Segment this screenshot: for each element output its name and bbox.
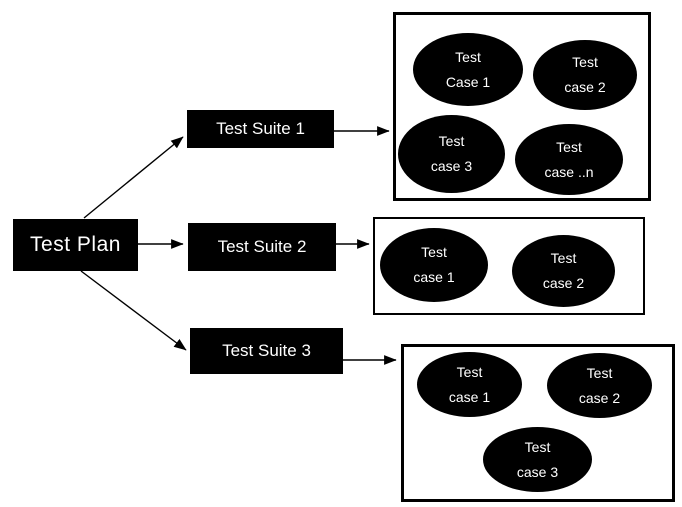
case-ellipse-2-2: Test case 2 (512, 235, 615, 307)
case-ellipse-1-3: Test case 3 (398, 115, 505, 193)
case-label-line: Test (456, 363, 483, 380)
case-label-line: Case 1 (445, 73, 491, 90)
arrow-plan-to-suite1 (83, 136, 184, 219)
case-label-line: case 2 (578, 389, 621, 406)
case-ellipse-3-3: Test case 3 (483, 427, 592, 492)
case-label-line: case 3 (430, 158, 473, 174)
suite-1-label: Test Suite 1 (216, 119, 305, 138)
case-label-line: case 1 (413, 269, 455, 285)
case-label-line: case 2 (542, 275, 585, 291)
case-label-line: case ..n (544, 163, 594, 180)
case-label-line: case 2 (564, 79, 606, 95)
case-label-line: Test (455, 48, 481, 65)
suite-3-label: Test Suite 3 (222, 341, 311, 360)
case-label-line: Test (556, 138, 582, 155)
arrow-plan-to-suite3 (80, 270, 187, 351)
test-plan-node: Test Plan (13, 219, 138, 271)
case-group-box-3: Test case 1 Test case 2 Test case 3 (401, 344, 675, 502)
case-label-line: Test (586, 364, 613, 381)
case-ellipse-3-1: Test case 1 (417, 352, 522, 417)
suite-node-1: Test Suite 1 (187, 110, 334, 148)
case-ellipse-2-1: Test case 1 (380, 228, 488, 302)
case-label-line: Test (438, 133, 465, 149)
case-label-line: Test (524, 438, 551, 455)
case-ellipse-1-4: Test case ..n (515, 124, 623, 195)
case-ellipse-3-2: Test case 2 (547, 353, 652, 418)
case-group-box-1: Test Case 1 Test case 2 Test case 3 Test… (393, 12, 651, 201)
case-label-line: Test (421, 244, 447, 260)
suite-node-2: Test Suite 2 (188, 223, 336, 271)
case-label-line: Test (572, 54, 598, 70)
case-ellipse-1-1: Test Case 1 (413, 33, 523, 106)
case-label-line: case 3 (516, 463, 559, 480)
case-group-box-2: Test case 1 Test case 2 (373, 217, 645, 315)
case-ellipse-1-2: Test case 2 (533, 40, 637, 110)
case-label-line: Test (550, 250, 577, 266)
test-plan-label: Test Plan (30, 233, 121, 256)
case-label-line: case 1 (448, 388, 491, 405)
suite-node-3: Test Suite 3 (190, 328, 343, 374)
suite-2-label: Test Suite 2 (217, 237, 307, 256)
